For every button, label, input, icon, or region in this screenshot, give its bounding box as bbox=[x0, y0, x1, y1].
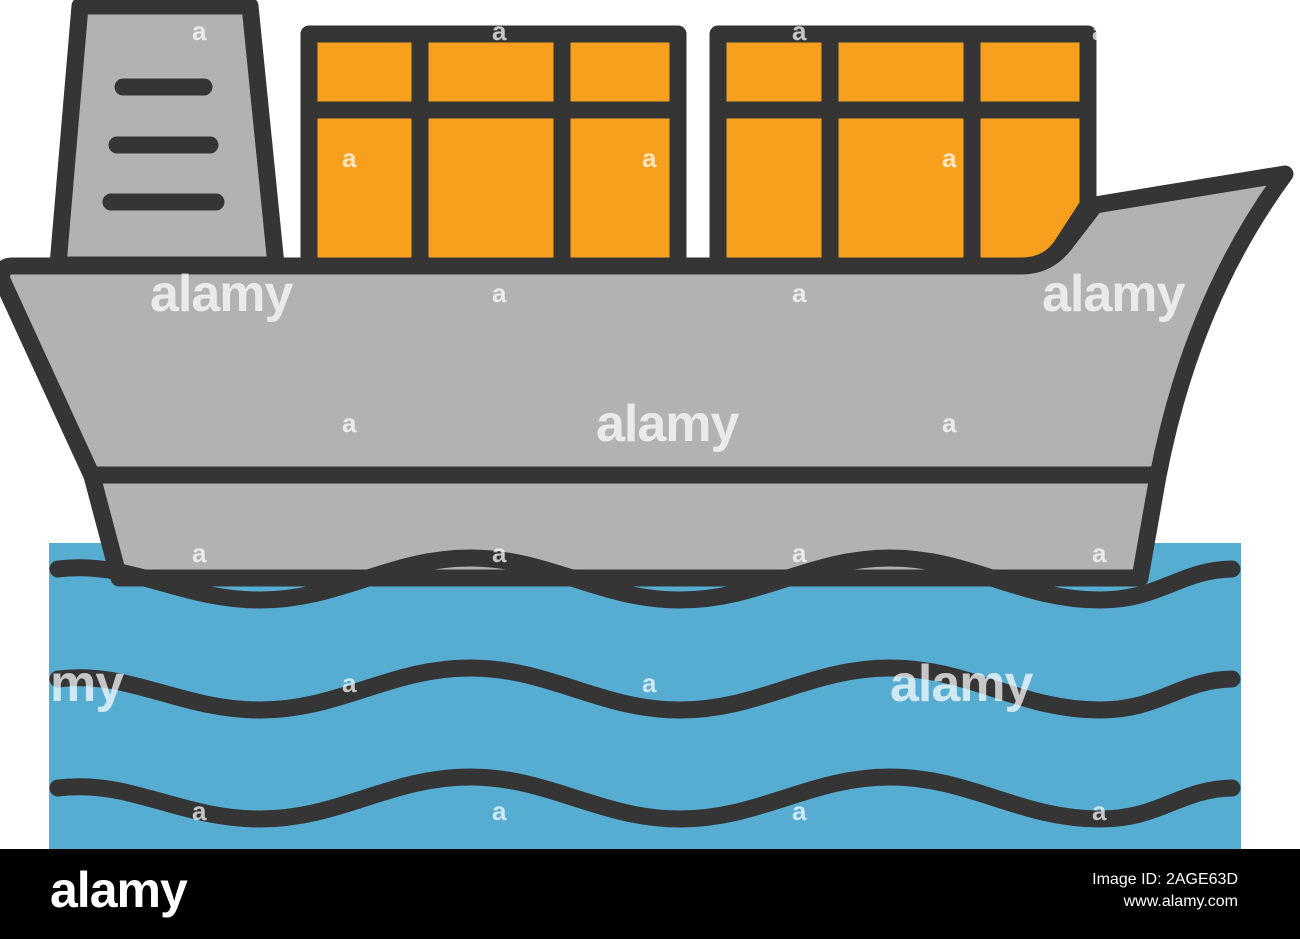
container-stack-left bbox=[300, 25, 687, 276]
ship-funnel bbox=[49, 0, 285, 274]
wave-line bbox=[49, 768, 1241, 828]
wave-line bbox=[49, 549, 1241, 609]
alamy-logo: alamy bbox=[50, 862, 188, 918]
cargo-ship-illustration bbox=[0, 0, 1294, 849]
website-url: www.alamy.com bbox=[1123, 892, 1238, 910]
stock-footer-bar: alamy Image ID: 2AGE63D www.alamy.com bbox=[0, 849, 1300, 939]
wave-line bbox=[49, 659, 1241, 719]
container-stack-right bbox=[709, 25, 1097, 276]
image-id-label: Image ID: 2AGE63D bbox=[1092, 871, 1238, 888]
image-info: Image ID: 2AGE63D www.alamy.com bbox=[1092, 869, 1238, 912]
